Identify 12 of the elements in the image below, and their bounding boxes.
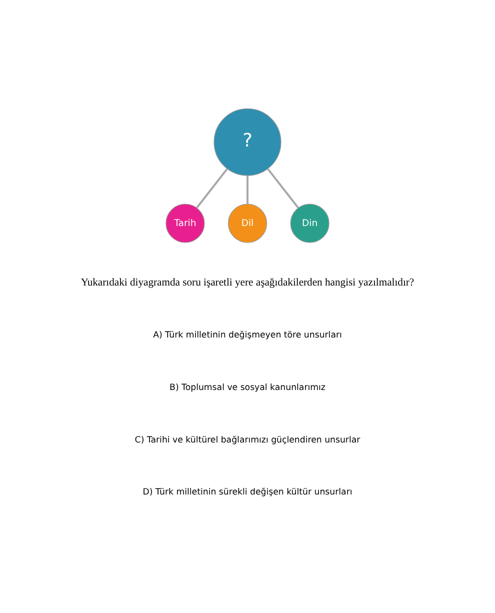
label: Yukarıdaki diyagramda soru işaretli yere aşağıdakilerden hangisi yazılmalıdır? [80, 277, 414, 288]
connector [196, 168, 228, 208]
label: B) Toplumsal ve sosyal kanunlarımız [170, 382, 326, 393]
node-circle: Tarih [166, 204, 205, 243]
label: D) Türk milletinin sürekli değişen kültür unsurları [142, 488, 352, 498]
label: A) Türk milletinin değişmeyen töre unsurları [153, 330, 342, 341]
connector [267, 168, 300, 208]
node-circle: Din [290, 204, 330, 243]
connector [246, 176, 248, 204]
label: C) Tarihi ve kültürel bağlarımızı güçlendiren unsurlar [134, 435, 360, 446]
node-circle: Dil [228, 204, 268, 243]
node-circle: ? [214, 108, 282, 176]
